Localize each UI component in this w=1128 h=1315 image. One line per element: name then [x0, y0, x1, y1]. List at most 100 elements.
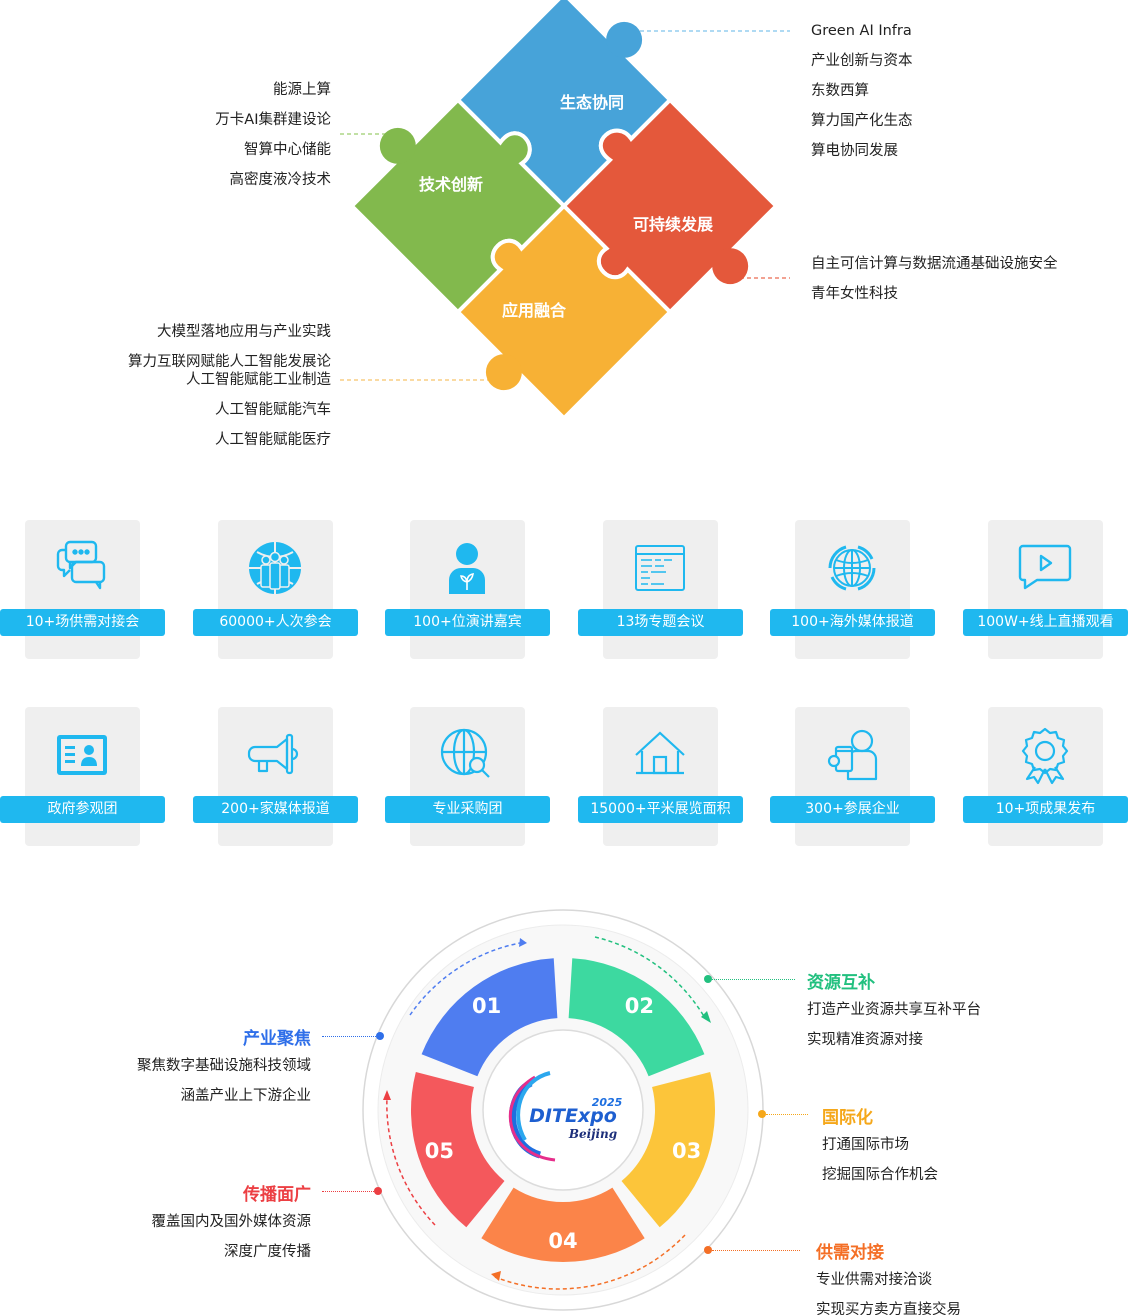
apply-topic: 人工智能赋能医疗: [215, 432, 331, 448]
stat-tile: [603, 707, 718, 846]
stat-tile: [988, 707, 1103, 846]
flow-arrow-blue: [409, 942, 521, 1016]
feature-connector-dot: [374, 1187, 382, 1195]
stat-label: 13场专题会议: [578, 609, 743, 636]
feature-connector-dot: [758, 1110, 766, 1118]
video-chat-icon: [1015, 538, 1075, 598]
cycle-segment-number: 04: [548, 1229, 577, 1253]
feature-description: 聚焦数字基础设施科技领域: [137, 1058, 311, 1074]
ecology-topic: 产业创新与资本: [811, 53, 913, 69]
apply-topic: 大模型落地应用与产业实践: [157, 324, 331, 340]
house-icon: [630, 725, 690, 785]
speaker-person-icon: [437, 538, 497, 598]
flow-arrowhead-green: [701, 1011, 711, 1023]
stat-tile: [218, 520, 333, 659]
flow-arrowhead-red: [383, 1090, 391, 1100]
feature-title: 传播面广: [243, 1185, 311, 1205]
feature-description: 打造产业资源共享互补平台: [807, 1002, 981, 1018]
ditexpo-logo: 2025 DITExpo Beijing: [508, 1071, 623, 1162]
puzzle-piece-apply: [455, 203, 673, 420]
puzzle-graphic: 生态协同 技术创新 可持续发展 应用融合: [340, 0, 790, 420]
stat-tile: [410, 707, 525, 846]
apply-topic: 人工智能赋能工业制造: [186, 372, 331, 388]
award-ribbon-icon: [1015, 725, 1075, 785]
tech-topic: 高密度液冷技术: [229, 172, 332, 188]
feature-connector-line: [322, 1036, 376, 1037]
feature-description: 打通国际市场: [822, 1137, 909, 1153]
feature-title: 国际化: [822, 1108, 873, 1128]
stat-label: 10+场供需对接会: [0, 609, 165, 636]
flow-arrow-red: [386, 1096, 436, 1226]
stat-tile: [410, 520, 525, 659]
feature-connector-dot: [704, 1246, 712, 1254]
chat-bubbles-icon: [52, 538, 112, 598]
apply-topic: 算力互联网赋能人工智能发展论: [128, 354, 331, 370]
flow-arrowhead-orange: [491, 1271, 501, 1281]
stat-tile: [795, 707, 910, 846]
stat-tile: [795, 520, 910, 659]
stat-label: 专业采购团: [385, 796, 550, 823]
flow-arrow-orange: [494, 1234, 686, 1290]
logo-year: 2025: [592, 1096, 623, 1109]
feature-description: 实现精准资源对接: [807, 1032, 923, 1048]
megaphone-icon: [245, 725, 305, 785]
tech-topic-list: 能源上算 万卡AI集群建设论 智算中心储能 高密度液冷技术: [215, 75, 331, 195]
ecology-topic-list: Green AI Infra 产业创新与资本 东数西算 算力国产化生态 算电协同…: [811, 16, 913, 166]
inner-ring: [482, 1029, 644, 1191]
logo-name: DITExpo: [529, 1105, 617, 1127]
stat-tile: [988, 520, 1103, 659]
ecology-topic: 算力国产化生态: [811, 113, 913, 129]
feature-connector-dot: [704, 975, 712, 983]
globe-people-icon: [245, 538, 305, 598]
feature-connector-line: [322, 1191, 374, 1192]
cycle-segment-05: [411, 1071, 505, 1228]
tech-topic: 万卡AI集群建设论: [215, 112, 331, 128]
logo-city: Beijing: [568, 1127, 617, 1141]
puzzle-label-apply: 应用融合: [502, 301, 567, 320]
feature-connector-dot: [376, 1032, 384, 1040]
feature-description: 实现买方卖方直接交易: [816, 1302, 961, 1315]
feature-title: 供需对接: [816, 1243, 884, 1263]
sustain-topic: 自主可信计算与数据流通基础设施安全: [811, 256, 1058, 272]
apply-topic-list: 大模型落地应用与产业实践 算力互联网赋能人工智能发展论 人工智能赋能工业制造 人…: [128, 317, 331, 455]
ecology-topic: 东数西算: [811, 83, 869, 99]
stat-label: 100+位演讲嘉宾: [385, 609, 550, 636]
tech-topic: 能源上算: [273, 82, 331, 98]
stat-label: 60000+人次参会: [193, 609, 358, 636]
stat-tile: [603, 520, 718, 659]
sustain-topic-list: 自主可信计算与数据流通基础设施安全 青年女性科技: [811, 249, 1058, 309]
stat-label: 200+家媒体报道: [193, 796, 358, 823]
globe-rotate-icon: [822, 538, 882, 598]
tech-topic: 智算中心储能: [244, 142, 331, 158]
feature-description: 专业供需对接洽谈: [816, 1272, 932, 1288]
stat-label: 300+参展企业: [770, 796, 935, 823]
stat-tile: [25, 707, 140, 846]
puzzle-label-tech: 技术创新: [419, 175, 483, 194]
apply-topic: 人工智能赋能汽车: [215, 402, 331, 418]
exhibitor-icon: [822, 725, 882, 785]
stat-label: 15000+平米展览面积: [578, 796, 743, 823]
flow-arrow-green: [594, 936, 706, 1019]
cycle-segment-number: 01: [472, 994, 501, 1018]
puzzle-label-ecology: 生态协同: [560, 93, 624, 112]
cycle-segment-03: [621, 1071, 715, 1228]
feature-connector-line: [766, 1114, 808, 1115]
feature-description: 深度广度传播: [224, 1244, 311, 1260]
sustain-topic: 青年女性科技: [811, 286, 898, 302]
ecology-topic: Green AI Infra: [811, 23, 912, 39]
id-card-icon: [52, 725, 112, 785]
stat-tile: [25, 520, 140, 659]
feature-connector-line: [712, 1250, 800, 1251]
globe-search-icon: [437, 725, 497, 785]
cycle-segment-number: 03: [672, 1139, 701, 1163]
puzzle-label-sustain: 可持续发展: [633, 215, 714, 234]
feature-description: 挖掘国际合作机会: [822, 1167, 938, 1183]
stat-label: 100+海外媒体报道: [770, 609, 935, 636]
cycle-segment-number: 02: [625, 994, 654, 1018]
flow-arrowhead-blue: [519, 938, 527, 947]
stat-label: 政府参观团: [0, 796, 165, 823]
feature-title: 产业聚焦: [243, 1029, 311, 1049]
feature-connector-line: [712, 979, 795, 980]
stat-label: 100W+线上直播观看: [963, 609, 1128, 636]
